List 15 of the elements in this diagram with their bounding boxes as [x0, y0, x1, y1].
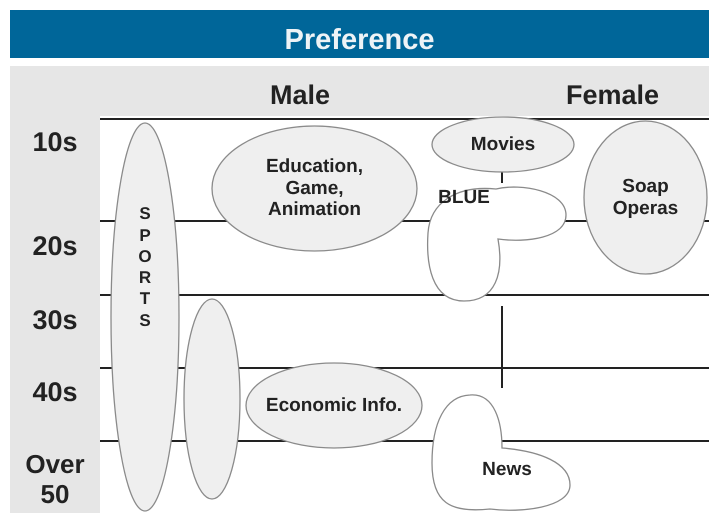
- row-header: 10s: [31, 127, 79, 158]
- row-header: 30s: [31, 305, 79, 336]
- bubble-label: News: [482, 458, 532, 480]
- column-header: Female: [564, 80, 660, 112]
- row-header: 20s: [31, 231, 79, 262]
- bubble-label: Education, Game, Animation: [264, 156, 364, 222]
- bubble-label: Economic Info.: [266, 394, 402, 416]
- bubble-label: Movies: [470, 134, 536, 156]
- column-header: Male: [268, 80, 332, 112]
- bubble-label: SPORTS: [137, 203, 153, 331]
- title: Preference: [284, 23, 434, 58]
- bubble-label: Soap Operas: [612, 176, 680, 220]
- row-header: Over 50: [24, 450, 86, 510]
- row-header: 40s: [31, 377, 79, 408]
- bubble-label: BLUE: [438, 187, 490, 209]
